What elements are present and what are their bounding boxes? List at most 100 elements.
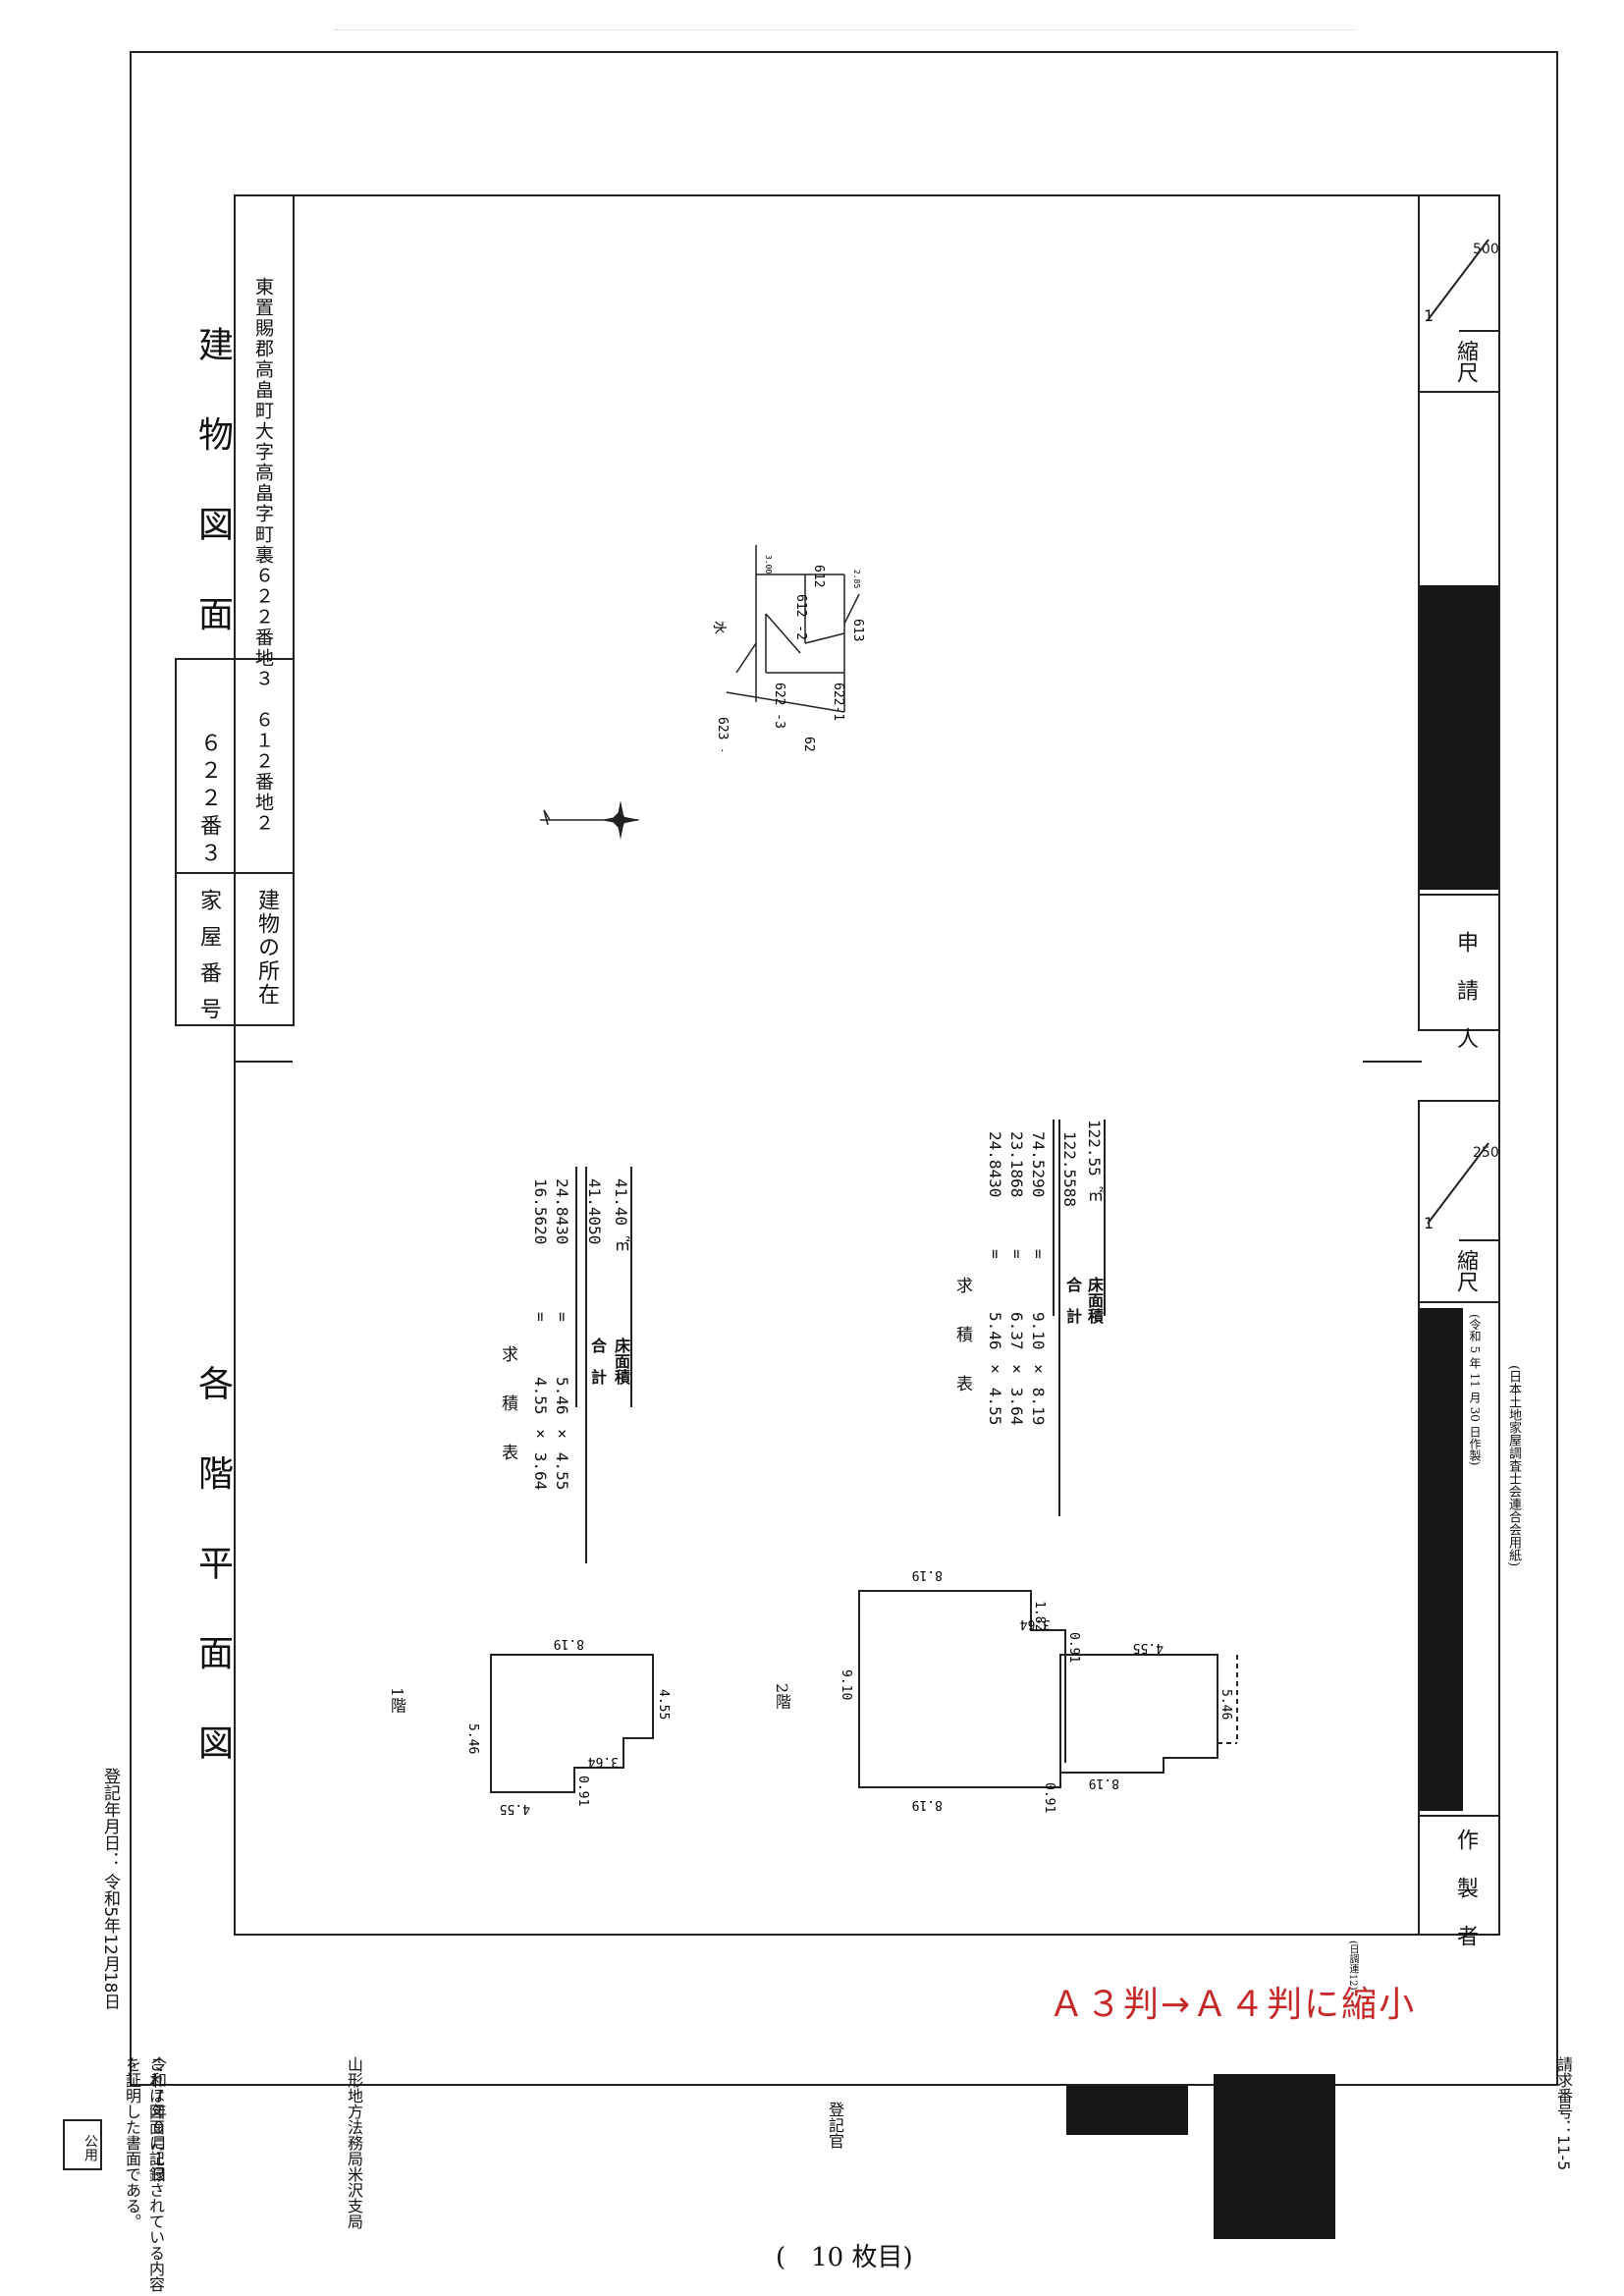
parcel-612: 612 bbox=[811, 565, 826, 587]
floor1-total-value: 41.4050 bbox=[585, 1178, 604, 1245]
floor1-area-line bbox=[630, 1167, 632, 1407]
page-indicator: ( 10 枚目) bbox=[776, 2243, 913, 2272]
building-title: 建 物 図 面 bbox=[192, 326, 233, 653]
certification-text: これは図面に記録されている内容を証明した書面である。 bbox=[123, 2056, 165, 2292]
scale-top-label: 縮尺 bbox=[1453, 340, 1478, 383]
house-no-value: ６２２番３ bbox=[196, 732, 221, 869]
parcel-622-3: 622 -3 bbox=[772, 683, 786, 729]
floor2-row3-val: 74.5290 bbox=[1029, 1131, 1048, 1198]
scale-bottom-denominator: 250 bbox=[1473, 1145, 1499, 1161]
floor1-area-value: 41.40 ㎡ bbox=[612, 1178, 630, 1251]
floor1-row1-expr: 4.55 × 3.64 bbox=[531, 1377, 550, 1491]
floor1-plan: 8.19 5.46 4.55 0.91 3.64 4.55 bbox=[465, 1636, 671, 1816]
right-col-bottom-h0 bbox=[1418, 1100, 1500, 1102]
parcel-623-2: 623 -2 bbox=[715, 717, 730, 751]
request-number: 請求番号：11-5 bbox=[1554, 2056, 1573, 2171]
association-note: (日本土地家屋調査士会連合会用紙) bbox=[1506, 1365, 1521, 1567]
dim-2-85: 2.85 bbox=[852, 570, 861, 588]
f2-dim-091-bottom: 0.91 bbox=[1042, 1782, 1056, 1813]
floor1-row2-expr: 5.46 × 4.55 bbox=[553, 1377, 571, 1491]
floor1-table-line-v bbox=[585, 1167, 587, 1563]
outer-frame bbox=[130, 51, 1558, 2086]
drawing-frame bbox=[234, 194, 1500, 1936]
form-code: (日調連12) bbox=[1347, 1941, 1358, 1991]
house-no-label: 家 屋 番 号 bbox=[196, 889, 221, 1023]
registrar-label: 登記官 bbox=[826, 2102, 844, 2149]
right-col-bottom-h2 bbox=[1418, 1815, 1500, 1817]
public-stamp: 公用 bbox=[63, 2119, 102, 2170]
creator-redaction bbox=[1420, 1308, 1463, 1811]
floor1-row2-eq: = bbox=[553, 1312, 571, 1322]
header-vline-mid bbox=[234, 658, 236, 1026]
f1-dim-right: 4.55 bbox=[656, 1689, 671, 1720]
site-map: 水 612 612 -2 613 622 -3 622-1 623 -2 622… bbox=[711, 545, 865, 751]
header-vline-1 bbox=[293, 194, 295, 1024]
creator-label: 作 製 者 bbox=[1453, 1829, 1478, 1956]
right-col-top-h2 bbox=[1418, 894, 1500, 896]
f1-dim-bottom: 4.55 bbox=[500, 1801, 530, 1816]
scan-noise-top bbox=[334, 29, 1355, 40]
office-name: 山形地方法務局米沢支局 bbox=[345, 2056, 363, 2229]
floor2-plan: 8.19 1.82 3.64 0.91 4.55 9.10 5.46 0.91 … bbox=[839, 1567, 1238, 1813]
floor2-total-label: 合 計 bbox=[1063, 1277, 1082, 1324]
f1-dim-364: 3.64 bbox=[588, 1754, 619, 1769]
right-col-line-b bbox=[1418, 1100, 1420, 1935]
scale-bottom-label: 縮尺 bbox=[1453, 1249, 1478, 1292]
floor1-total-line bbox=[575, 1167, 577, 1407]
floor2-row3-expr: 9.10 × 8.19 bbox=[1029, 1312, 1048, 1426]
floor1-row1-val: 16.5620 bbox=[531, 1178, 550, 1245]
f2-dim-top: 8.19 bbox=[912, 1567, 943, 1582]
scale-bottom-slash bbox=[1427, 1142, 1489, 1225]
parcel-613: 613 bbox=[850, 619, 865, 641]
right-col-line-a bbox=[1418, 194, 1420, 1029]
location-value: 東置賜郡高畠町大字高畠字町裏６２２番地３ ６１２番地２ bbox=[252, 277, 274, 834]
registrar-name-redaction bbox=[1066, 2086, 1188, 2135]
right-col-bottom-h1 bbox=[1418, 1301, 1500, 1303]
floor2-row3-eq: = bbox=[1029, 1249, 1048, 1259]
header-vline-0 bbox=[175, 658, 177, 1026]
applicant-label: 申 請 人 bbox=[1453, 931, 1478, 1059]
floor2-total-line bbox=[1053, 1120, 1055, 1316]
location-label: 建物の所在 bbox=[254, 889, 279, 1007]
floor1-total-label: 合 計 bbox=[588, 1338, 607, 1385]
floor2-row1-eq: = bbox=[986, 1249, 1004, 1259]
dim-3-00: 3.00 bbox=[764, 555, 773, 574]
f2-dim-546: 5.46 bbox=[1218, 1689, 1233, 1720]
floor1-table-title: 求 積 表 bbox=[498, 1345, 517, 1468]
compass-icon bbox=[540, 800, 640, 840]
f1-dim-step: 0.91 bbox=[575, 1776, 590, 1806]
mid-divider-left bbox=[234, 1061, 293, 1063]
mid-divider-right bbox=[1363, 1061, 1422, 1063]
f2-dim-910: 9.10 bbox=[839, 1669, 853, 1700]
floor1-row2-val: 24.8430 bbox=[553, 1178, 571, 1245]
floor2-total-value: 122.5588 bbox=[1060, 1131, 1079, 1208]
floor2-area-line bbox=[1104, 1120, 1106, 1316]
floor2-row1-val: 24.8430 bbox=[986, 1131, 1004, 1198]
right-col-top-h1 bbox=[1418, 391, 1500, 393]
floor1-label: 1階 bbox=[388, 1687, 406, 1714]
floor2-row1-expr: 5.46 × 4.55 bbox=[986, 1312, 1004, 1426]
scale-top-denominator: 500 bbox=[1473, 242, 1499, 257]
f1-dim-top: 8.19 bbox=[554, 1636, 584, 1651]
floor2-row2-expr: 6.37 × 3.64 bbox=[1007, 1312, 1026, 1426]
right-col-top-h3 bbox=[1418, 1029, 1500, 1031]
f2-dim-bottom: 8.19 bbox=[912, 1797, 943, 1812]
f2-dim-455: 4.55 bbox=[1133, 1640, 1164, 1655]
floor2-row2-eq: = bbox=[1007, 1249, 1026, 1259]
floor2-label: 2階 bbox=[773, 1683, 791, 1710]
cert-date: 令和７年９月１日 bbox=[148, 2056, 167, 2182]
parcel-622-1: 622-1 bbox=[831, 683, 845, 721]
reduction-note: Ａ３判→Ａ４判に縮小 bbox=[1049, 1985, 1417, 2025]
parcel-622-2: 622 -2 bbox=[801, 737, 816, 751]
f2-dim-182: 1.82 bbox=[1032, 1601, 1047, 1631]
applicant-redaction bbox=[1420, 585, 1498, 890]
scale-top-numerator: 1 bbox=[1424, 306, 1435, 325]
floor2-table-line-v bbox=[1058, 1120, 1060, 1516]
scale-top-separator bbox=[1459, 330, 1500, 332]
parcel-612-2: 612 -2 bbox=[793, 594, 808, 640]
floor2-row2-val: 23.1868 bbox=[1007, 1131, 1026, 1198]
floor2-area-label: 床面積 bbox=[1085, 1277, 1104, 1324]
water-label: 水 bbox=[711, 621, 727, 634]
registrar-seal-redaction bbox=[1214, 2074, 1335, 2239]
floor1-area-label: 床面積 bbox=[612, 1338, 630, 1385]
